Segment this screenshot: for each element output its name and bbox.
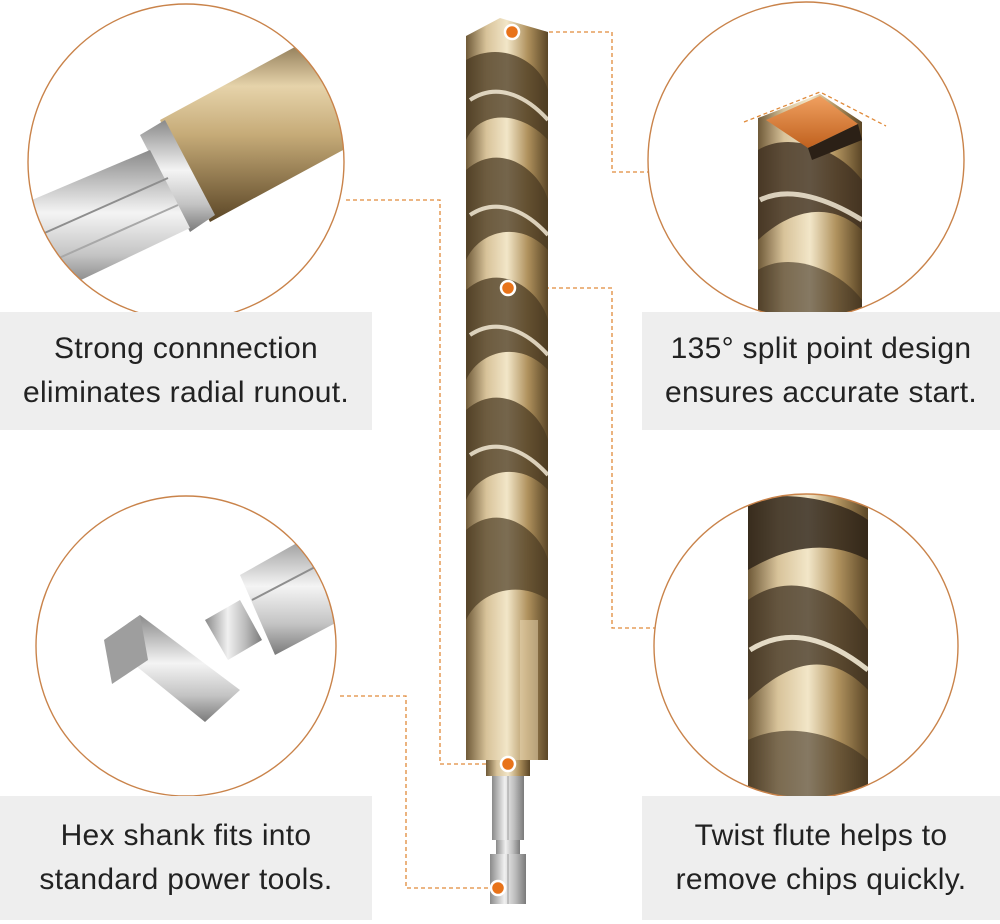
bit-flutes xyxy=(466,51,548,760)
callout-label-twist-flute: Twist flute helps to remove chips quickl… xyxy=(642,796,1000,920)
leader-lines xyxy=(340,31,660,889)
detail-circle-connection xyxy=(27,3,345,321)
callout-line: Strong connnection xyxy=(54,332,318,365)
detail-circle-hex-shank xyxy=(35,495,337,797)
callout-line: Hex shank fits into xyxy=(60,819,312,852)
detail-circle-split-point xyxy=(647,1,965,319)
callout-label-connection: Strong connnection eliminates radial run… xyxy=(0,312,372,430)
callout-line: eliminates radial runout. xyxy=(22,376,349,409)
marker-dots xyxy=(489,23,521,897)
callout-label-hex-shank: Hex shank fits into standard power tools… xyxy=(0,796,372,920)
drill-bit xyxy=(466,18,548,904)
callout-label-split-point: 135° split point design ensures accurate… xyxy=(642,312,1000,430)
callout-line: 135° split point design xyxy=(670,332,972,365)
callout-line: standard power tools. xyxy=(39,863,333,896)
detail-circle-twist-flute xyxy=(653,493,959,799)
callout-line: Twist flute helps to xyxy=(694,819,948,852)
callout-line: ensures accurate start. xyxy=(664,376,978,409)
callout-line: remove chips quickly. xyxy=(675,863,967,896)
